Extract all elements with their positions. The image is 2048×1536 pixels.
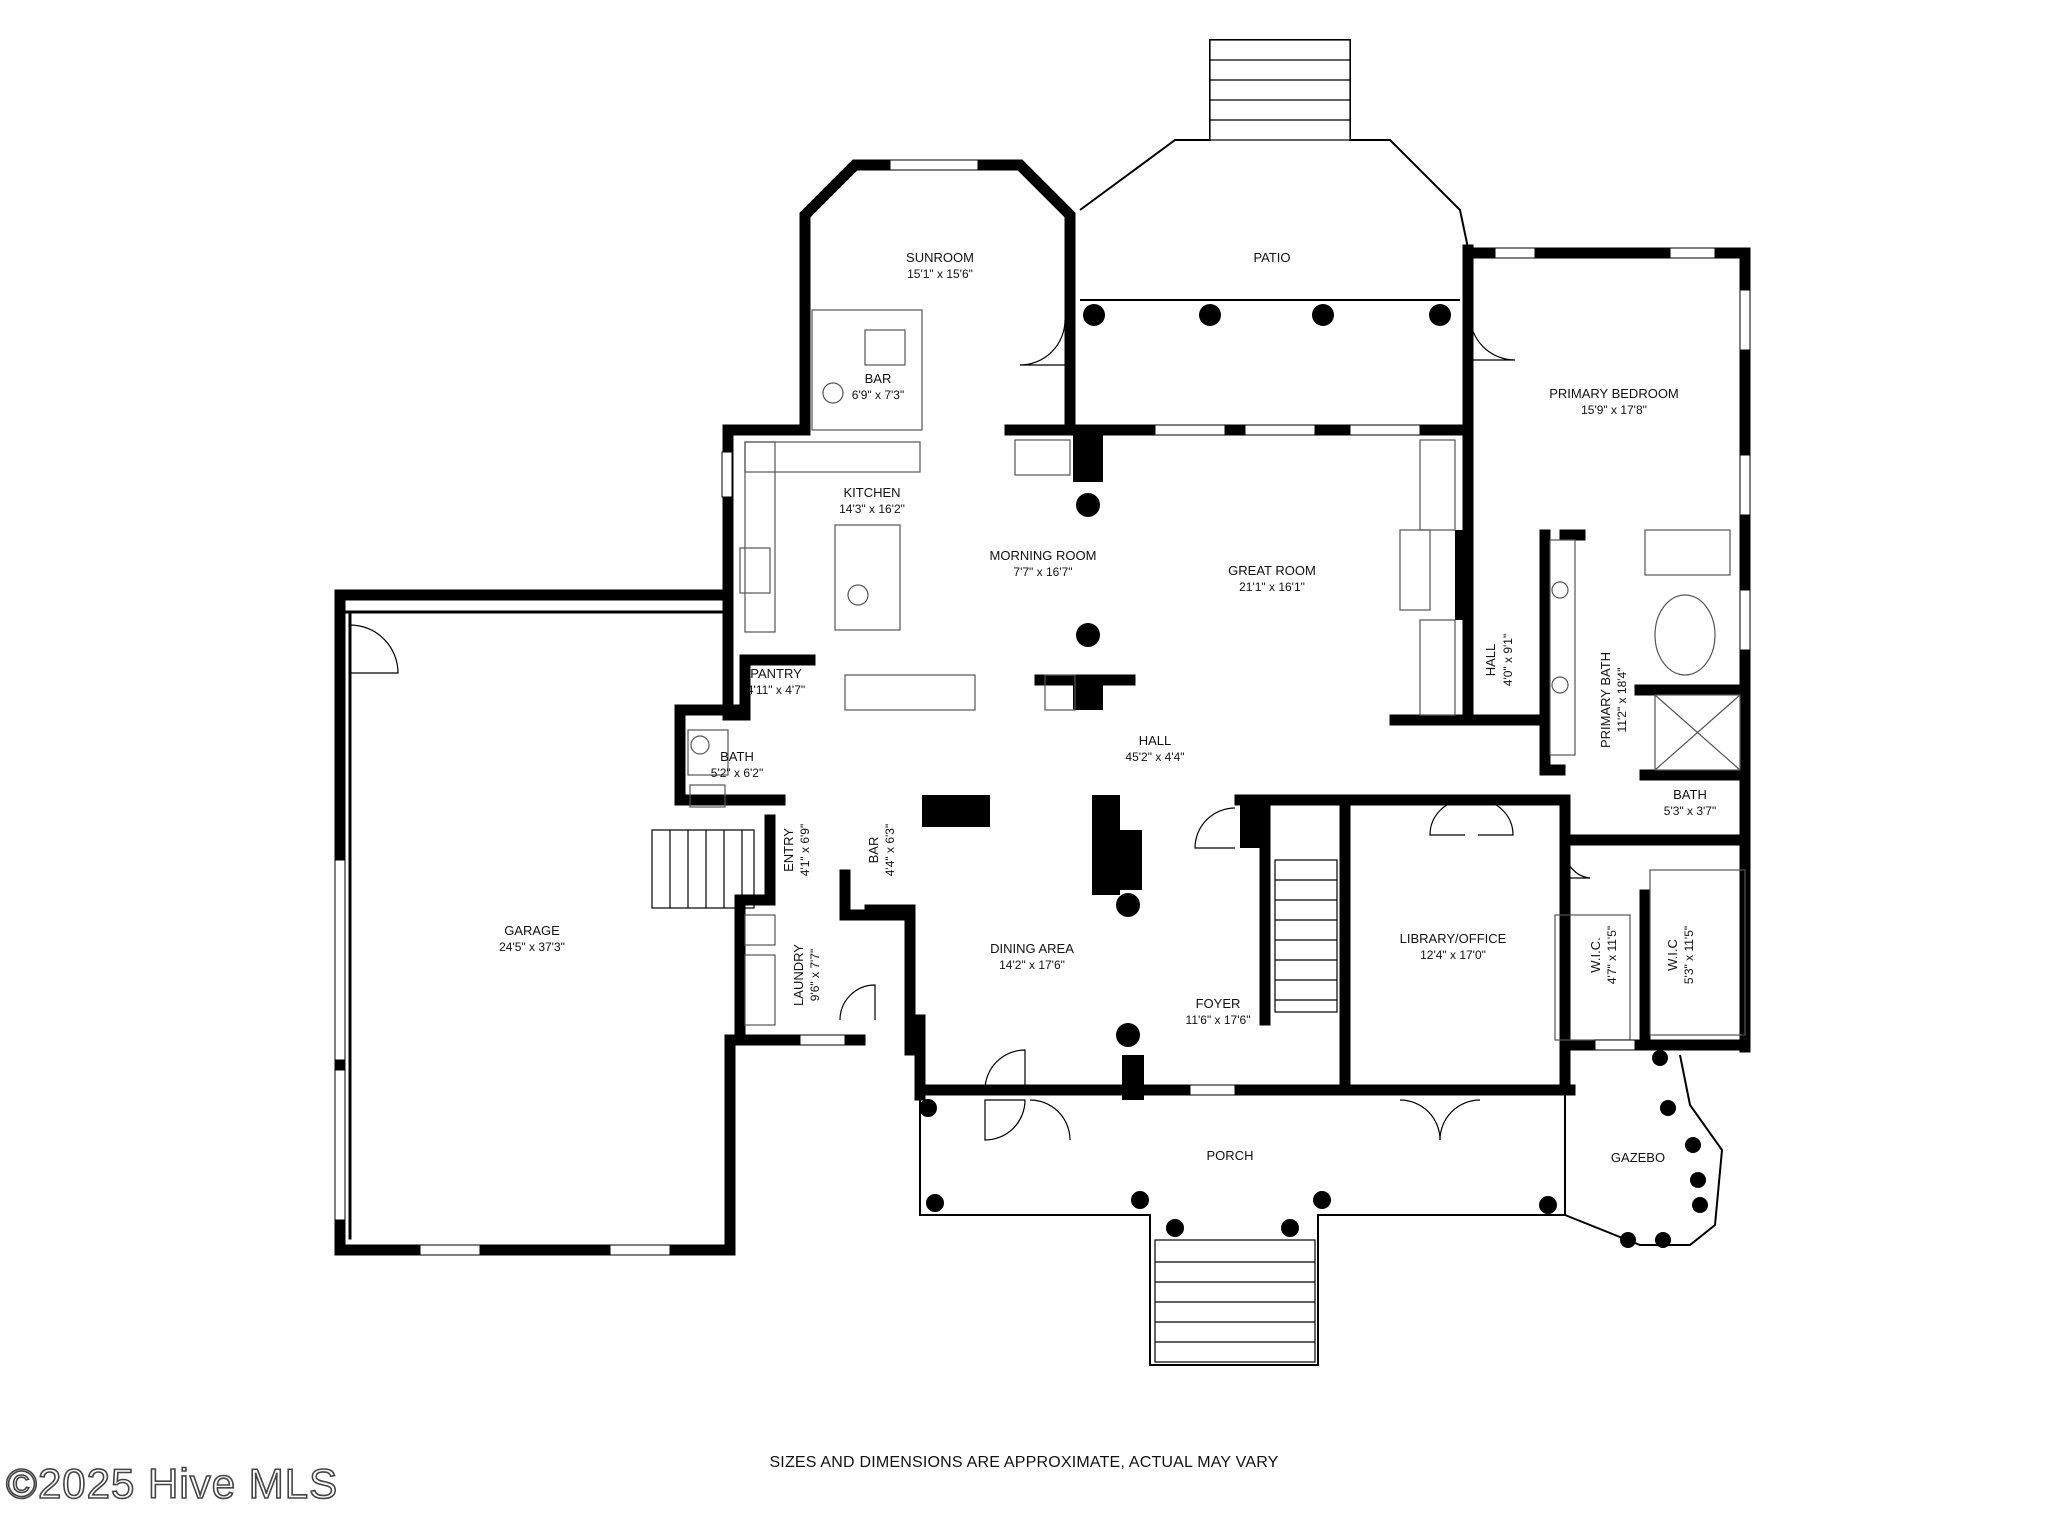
columns	[922, 432, 1467, 1100]
room-name-garage: GARAGE	[504, 923, 560, 938]
room-dim-entry: 4'1" x 6'9"	[798, 824, 812, 876]
room-name-sunroom: SUNROOM	[906, 250, 974, 265]
interior-stairs	[1274, 859, 1338, 1013]
fixtures	[687, 309, 1746, 1041]
room-name-entry: ENTRY	[781, 828, 796, 872]
room-name-primary-bedroom: PRIMARY BEDROOM	[1549, 386, 1679, 401]
walls	[334, 159, 1751, 1256]
room-name-porch: PORCH	[1207, 1148, 1254, 1163]
patio-stairs	[1209, 39, 1351, 141]
room-name-wic-1: W.I.C.	[1588, 937, 1603, 972]
door-swings	[349, 314, 1591, 1141]
porch-outline	[919, 1050, 1724, 1366]
room-dim-bar-1: 6'9" x 7'3"	[852, 388, 904, 402]
room-dim-hall: 45'2" x 4'4"	[1125, 750, 1184, 764]
room-dim-great-room: 21'1" x 16'1"	[1239, 580, 1305, 594]
room-name-library-office: LIBRARY/OFFICE	[1400, 931, 1507, 946]
room-dim-pantry: 4'11" x 4'7"	[747, 683, 805, 697]
room-dim-library-office: 12'4" x 17'0"	[1420, 948, 1486, 962]
room-name-kitchen: KITCHEN	[843, 485, 900, 500]
room-name-patio: PATIO	[1253, 250, 1290, 265]
disclaimer-text: SIZES AND DIMENSIONS ARE APPROXIMATE, AC…	[769, 1454, 1279, 1471]
room-name-bar-1: BAR	[865, 371, 892, 386]
room-dim-morning-room: 7'7" x 16'7"	[1013, 565, 1072, 579]
room-name-pantry: PANTRY	[750, 666, 802, 681]
room-dim-dining-area: 14'2" x 17'6"	[999, 958, 1065, 972]
room-dim-bath-2: 5'3" x 3'7"	[1664, 804, 1716, 818]
porch-stairs	[1154, 1239, 1316, 1363]
room-name-gazebo: GAZEBO	[1611, 1150, 1665, 1165]
room-name-primary-bath: PRIMARY BATH	[1598, 652, 1613, 748]
room-name-bath-2: BATH	[1673, 787, 1707, 802]
room-labels: SUNROOM 15'1" x 15'6" PATIO BAR 6'9" x 7…	[499, 250, 1716, 1165]
room-name-hall: HALL	[1139, 733, 1172, 748]
round-columns	[919, 304, 1708, 1248]
watermark-text: ©2025 Hive MLS	[5, 1459, 339, 1508]
room-dim-bar-2: 4'4" x 6'3"	[883, 824, 897, 876]
room-dim-wic-1: 4'7" x 11'5"	[1605, 926, 1619, 984]
room-dim-sunroom: 15'1" x 15'6"	[907, 267, 973, 281]
room-name-foyer: FOYER	[1196, 996, 1241, 1011]
room-name-bath-1: BATH	[720, 749, 754, 764]
room-dim-garage: 24'5" x 37'3"	[499, 940, 565, 954]
room-dim-foyer: 11'6" x 17'6"	[1186, 1013, 1251, 1027]
room-name-wic-2: W.I.C	[1665, 939, 1680, 971]
room-name-dining-area: DINING AREA	[990, 941, 1074, 956]
room-dim-wic-2: 5'3" x 11'5"	[1682, 926, 1696, 984]
room-dim-hall-2: 4'0" x 9'1"	[1501, 634, 1515, 686]
room-dim-kitchen: 14'3" x 16'2"	[839, 502, 905, 516]
room-name-laundry: LAUNDRY	[791, 944, 806, 1006]
room-name-morning-room: MORNING ROOM	[990, 548, 1097, 563]
room-dim-laundry: 9'6" x 7'7"	[808, 949, 822, 1001]
room-name-bar-2: BAR	[866, 837, 881, 864]
room-dim-bath-1: 5'2" x 6'2"	[711, 766, 763, 780]
room-dim-primary-bath: 11'2" x 18'4"	[1615, 668, 1629, 733]
room-name-great-room: GREAT ROOM	[1228, 563, 1316, 578]
room-name-hall-2: HALL	[1483, 644, 1498, 677]
windows	[334, 159, 1751, 1256]
room-dim-primary-bedroom: 15'9" x 17'8"	[1581, 403, 1647, 417]
